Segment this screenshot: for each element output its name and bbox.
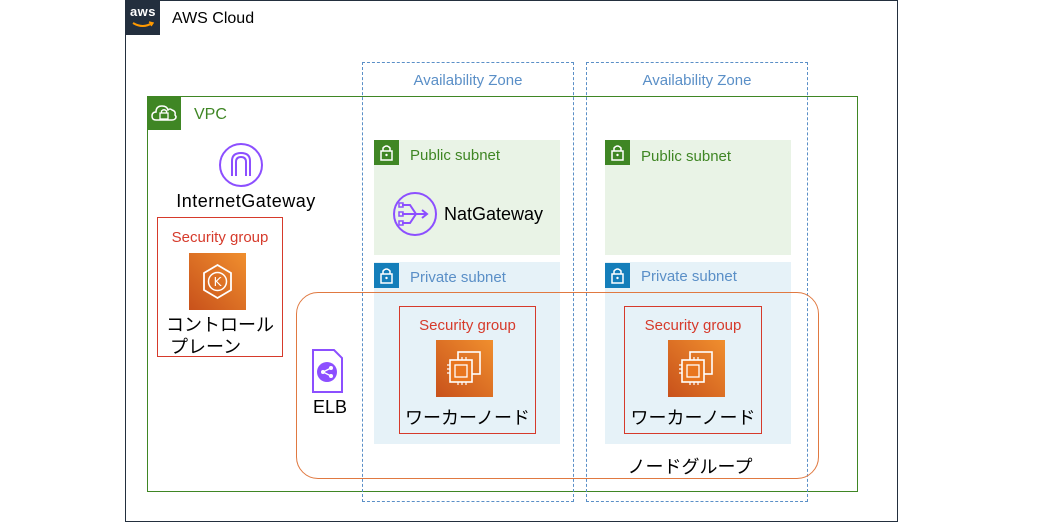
ec2-instance-icon	[436, 340, 493, 397]
lock-icon	[374, 263, 399, 288]
availability-zone-1-label: Availability Zone	[413, 72, 523, 89]
svg-text:K: K	[214, 275, 223, 289]
worker-2-security-group	[624, 306, 762, 434]
aws-cloud-label: AWS Cloud	[172, 10, 255, 27]
nat-gateway-label: NatGateway	[444, 204, 544, 224]
public-subnet-1-label: Public subnet	[410, 147, 501, 164]
elb-label: ELB	[312, 397, 348, 417]
vpc-label: VPC	[194, 106, 227, 123]
availability-zone-2-label: Availability Zone	[642, 72, 752, 89]
aws-logo-text: aws	[129, 4, 157, 19]
public-subnet-1	[374, 140, 560, 255]
availability-zone-1	[362, 62, 574, 502]
nat-gateway-icon	[392, 191, 438, 237]
control-plane-security-group	[157, 217, 283, 357]
elb-icon	[304, 348, 350, 394]
internet-gateway-label: InternetGateway	[176, 191, 316, 211]
lock-icon	[374, 140, 399, 165]
worker-1-security-group-label: Security group	[419, 317, 516, 334]
vpc-boundary	[147, 96, 858, 492]
control-plane-label-line1: コントロール	[166, 315, 274, 335]
worker-2-security-group-label: Security group	[644, 317, 742, 334]
public-subnet-2	[605, 140, 791, 255]
worker-1-security-group	[399, 306, 536, 434]
lock-icon	[605, 263, 630, 288]
node-group-label: ノードグループ	[627, 457, 753, 477]
public-subnet-2-label: Public subnet	[641, 148, 732, 165]
worker-2-label: ワーカーノード	[630, 408, 756, 428]
ec2-instance-icon	[668, 340, 725, 397]
worker-1-label: ワーカーノード	[405, 408, 530, 428]
eks-icon: K	[189, 253, 246, 310]
availability-zone-2	[586, 62, 808, 502]
internet-gateway-icon	[218, 142, 264, 188]
private-subnet-1-label: Private subnet	[410, 269, 506, 286]
control-plane-security-group-label: Security group	[171, 229, 269, 246]
node-group-boundary	[296, 292, 819, 479]
private-subnet-2-label: Private subnet	[641, 268, 737, 285]
aws-logo: aws	[126, 1, 160, 35]
aws-cloud-boundary	[125, 0, 898, 522]
control-plane-label-line2: プレーン	[170, 337, 242, 357]
lock-icon	[605, 140, 630, 165]
aws-smile-icon	[132, 21, 154, 27]
vpc-cloud-lock-icon	[147, 96, 181, 130]
